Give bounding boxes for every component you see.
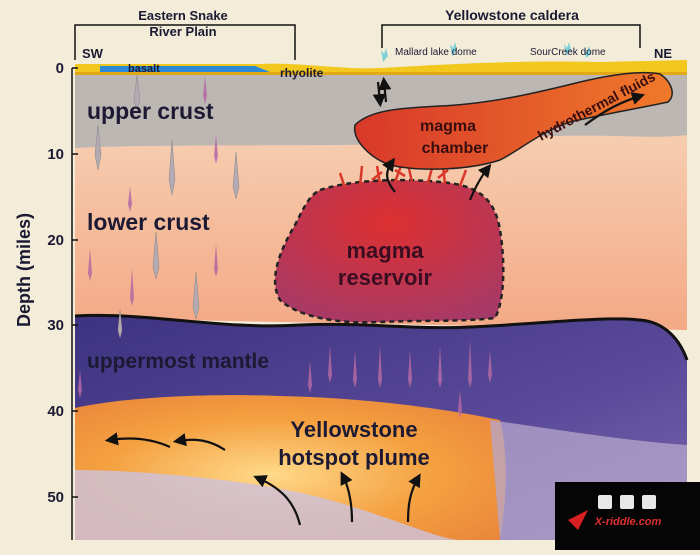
dome1-label: Mallard lake dome: [395, 47, 477, 58]
caldera-bracket: [381, 24, 641, 48]
depth-tick-label: 50: [47, 489, 64, 506]
magma-chamber-label-line2: chamber: [422, 140, 489, 157]
basalt-layer: [100, 66, 270, 72]
snake-river-bracket: [74, 24, 296, 60]
sw-label: SW: [82, 46, 104, 61]
moho-boundary: [74, 313, 689, 361]
region-right-label: Yellowstone caldera: [445, 7, 579, 23]
magma-chamber: [354, 71, 673, 170]
depth-tick-label: 20: [47, 232, 64, 249]
depth-axis-title: Depth (miles): [14, 213, 34, 327]
magma-chamber-label-line1: magma: [420, 118, 476, 135]
region-left-label-line1: Eastern Snake: [138, 8, 228, 23]
depth-tick-label: 30: [47, 317, 64, 334]
uppermost-mantle-label: uppermost mantle: [87, 350, 269, 373]
depth-tick-label: 10: [47, 146, 64, 163]
flow-arrows: [104, 76, 646, 526]
depth-tick-label: 0: [56, 60, 64, 77]
dome2-label: SourCreek dome: [530, 47, 606, 58]
upper-crust-label: upper crust: [87, 98, 214, 124]
rhyolite-label: rhyolite: [280, 66, 324, 80]
plume-label-line1: Yellowstone: [290, 417, 417, 442]
watermark-logo: [568, 510, 588, 530]
magma-reservoir-label-line1: magma: [346, 238, 424, 263]
magma-reservoir-label-line2: reservoir: [338, 265, 433, 290]
region-left-label-line2: River Plain: [149, 24, 216, 39]
ne-label: NE: [654, 46, 672, 61]
dikes: [94, 74, 240, 339]
magma-reservoir: [273, 178, 505, 324]
watermark: X-riddle.com: [555, 482, 700, 550]
magma-pockets: [78, 76, 492, 418]
lower-mantle-shade: [75, 470, 460, 540]
watermark-glyphs: [598, 495, 656, 509]
depth-tick-marks: [72, 67, 78, 498]
lower-crust-label: lower crust: [87, 209, 210, 235]
vents: [381, 42, 591, 62]
reservoir-cracks: [338, 163, 468, 189]
basalt-label: basalt: [128, 63, 160, 75]
plume-label-line2: hotspot plume: [278, 445, 430, 470]
watermark-site: X-riddle.com: [594, 516, 662, 528]
depth-tick-label: 40: [47, 403, 64, 420]
